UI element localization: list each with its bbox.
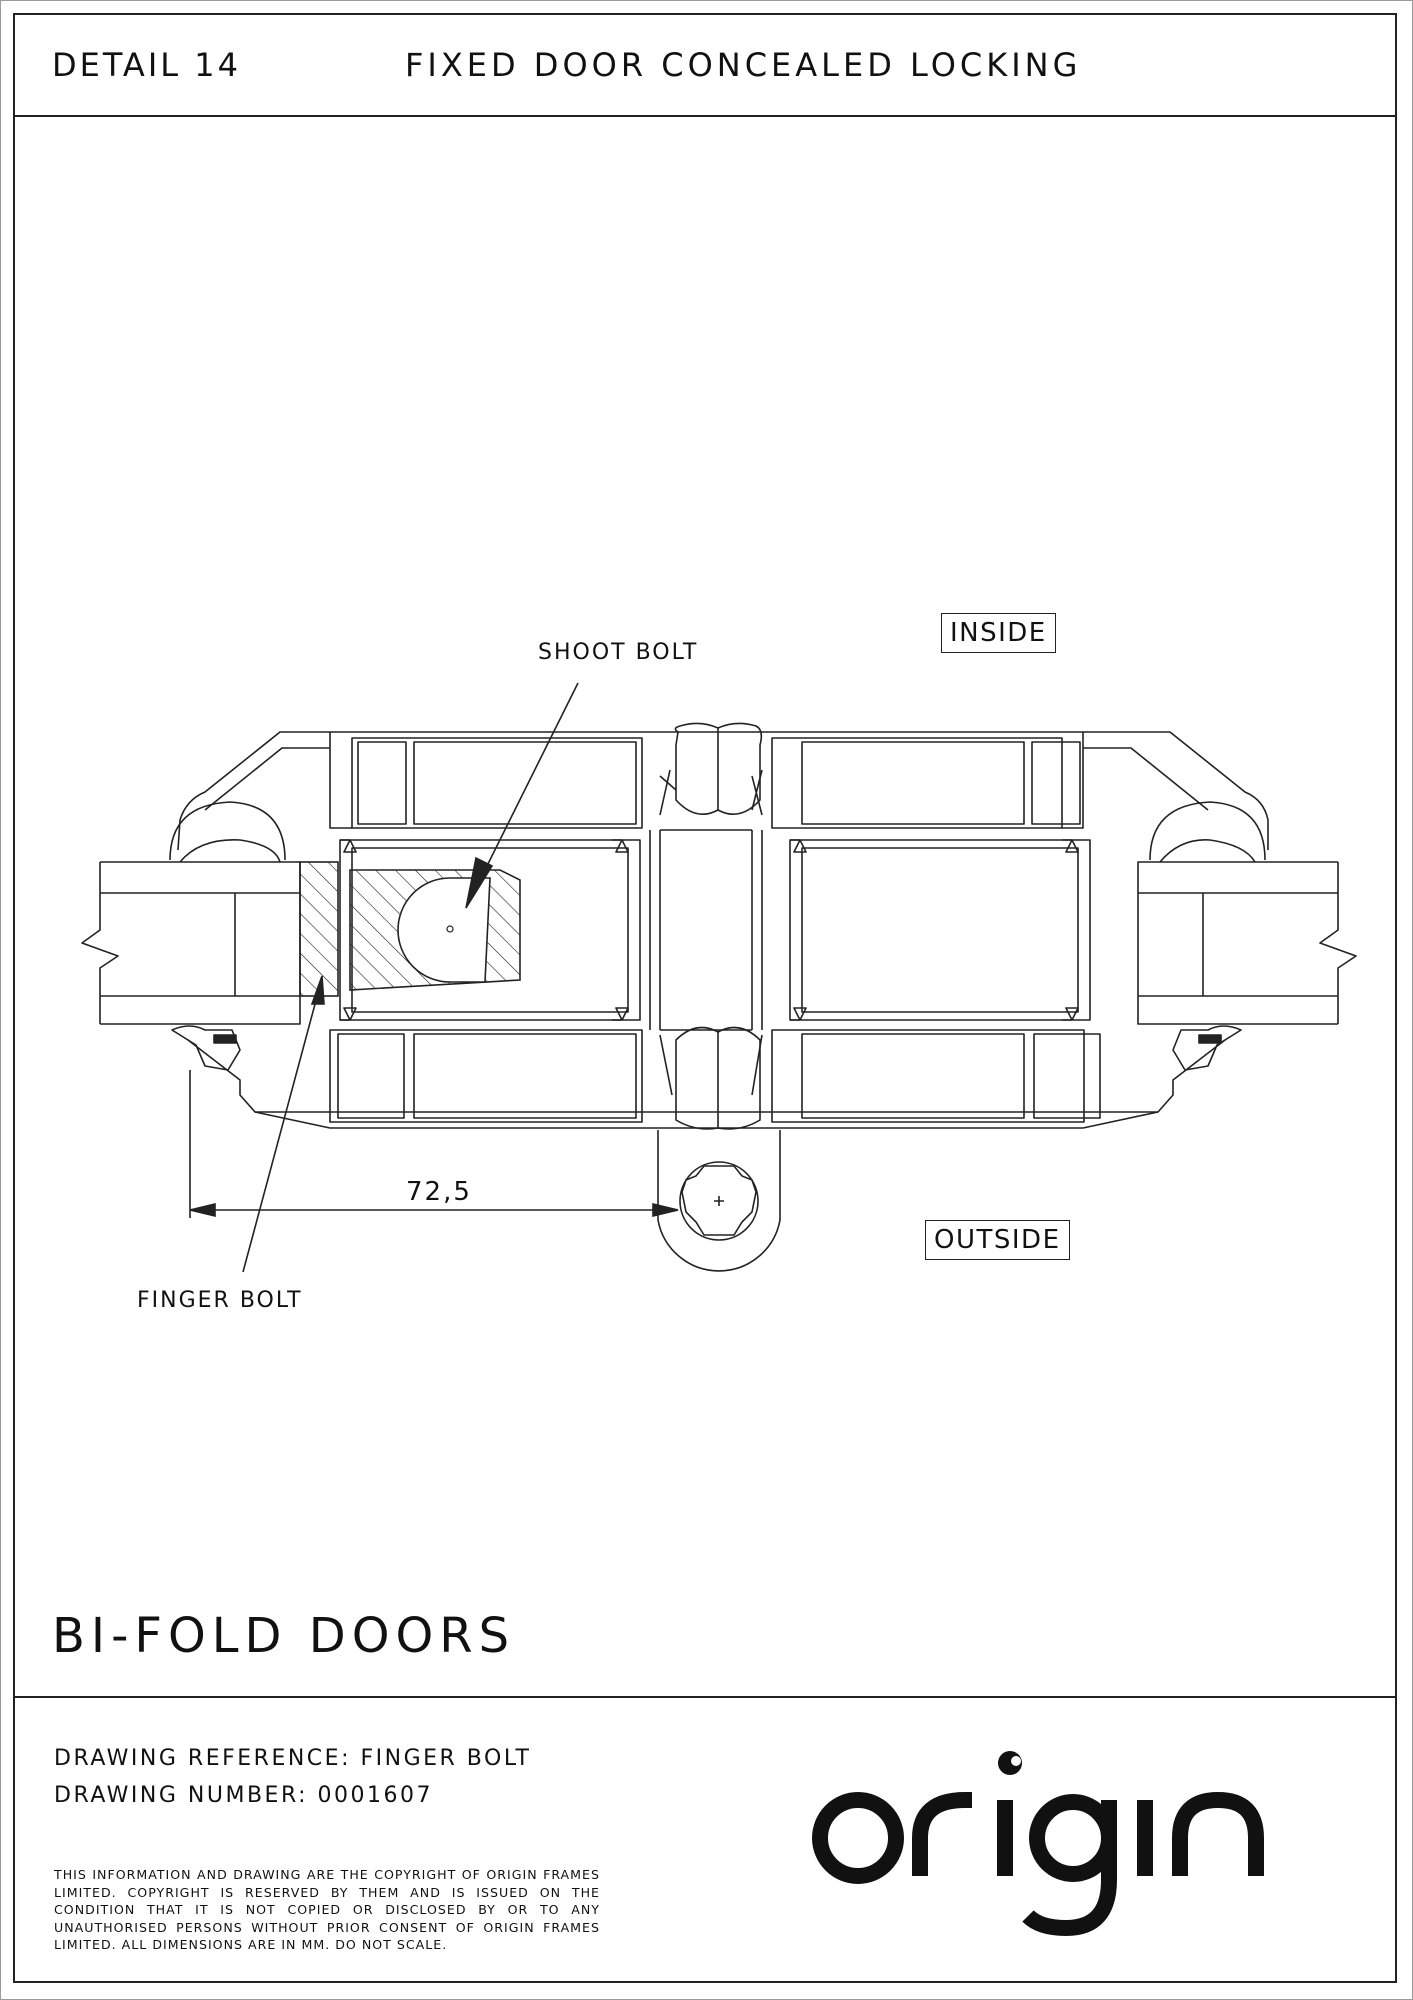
copyright-notice: THIS INFORMATION AND DRAWING ARE THE COP… bbox=[54, 1867, 600, 1952]
footer-divider bbox=[13, 1696, 1397, 1698]
section-title: BI-FOLD DOORS bbox=[52, 1608, 516, 1664]
profile-outline-top bbox=[177, 731, 1269, 851]
gasket-left bbox=[169, 801, 286, 861]
drawing-title: FIXED DOOR CONCEALED LOCKING bbox=[405, 46, 1082, 84]
label-outside: OUTSIDE bbox=[925, 1220, 1070, 1260]
header-divider bbox=[13, 115, 1397, 117]
label-finger-bolt: FINGER BOLT bbox=[137, 1288, 303, 1313]
drawing-reference: DRAWING REFERENCE: FINGER BOLT bbox=[54, 1746, 532, 1771]
label-inside: INSIDE bbox=[941, 613, 1056, 653]
interlock-top bbox=[674, 722, 763, 816]
interlock-bottom bbox=[675, 1026, 761, 1130]
dimension-label: 72,5 bbox=[406, 1177, 472, 1207]
drawing-frame bbox=[13, 13, 1397, 1983]
drawing-number: DRAWING NUMBER: 0001607 bbox=[54, 1783, 433, 1808]
gasket-right bbox=[1149, 801, 1266, 861]
label-shoot-bolt: SHOOT BOLT bbox=[538, 640, 699, 665]
finger-bolt-block bbox=[299, 861, 339, 997]
lock-cylinder bbox=[657, 1130, 781, 1272]
detail-number: DETAIL 14 bbox=[52, 46, 241, 84]
glass-right bbox=[1137, 861, 1357, 1025]
profile-outline-bottom bbox=[187, 1039, 1226, 1129]
